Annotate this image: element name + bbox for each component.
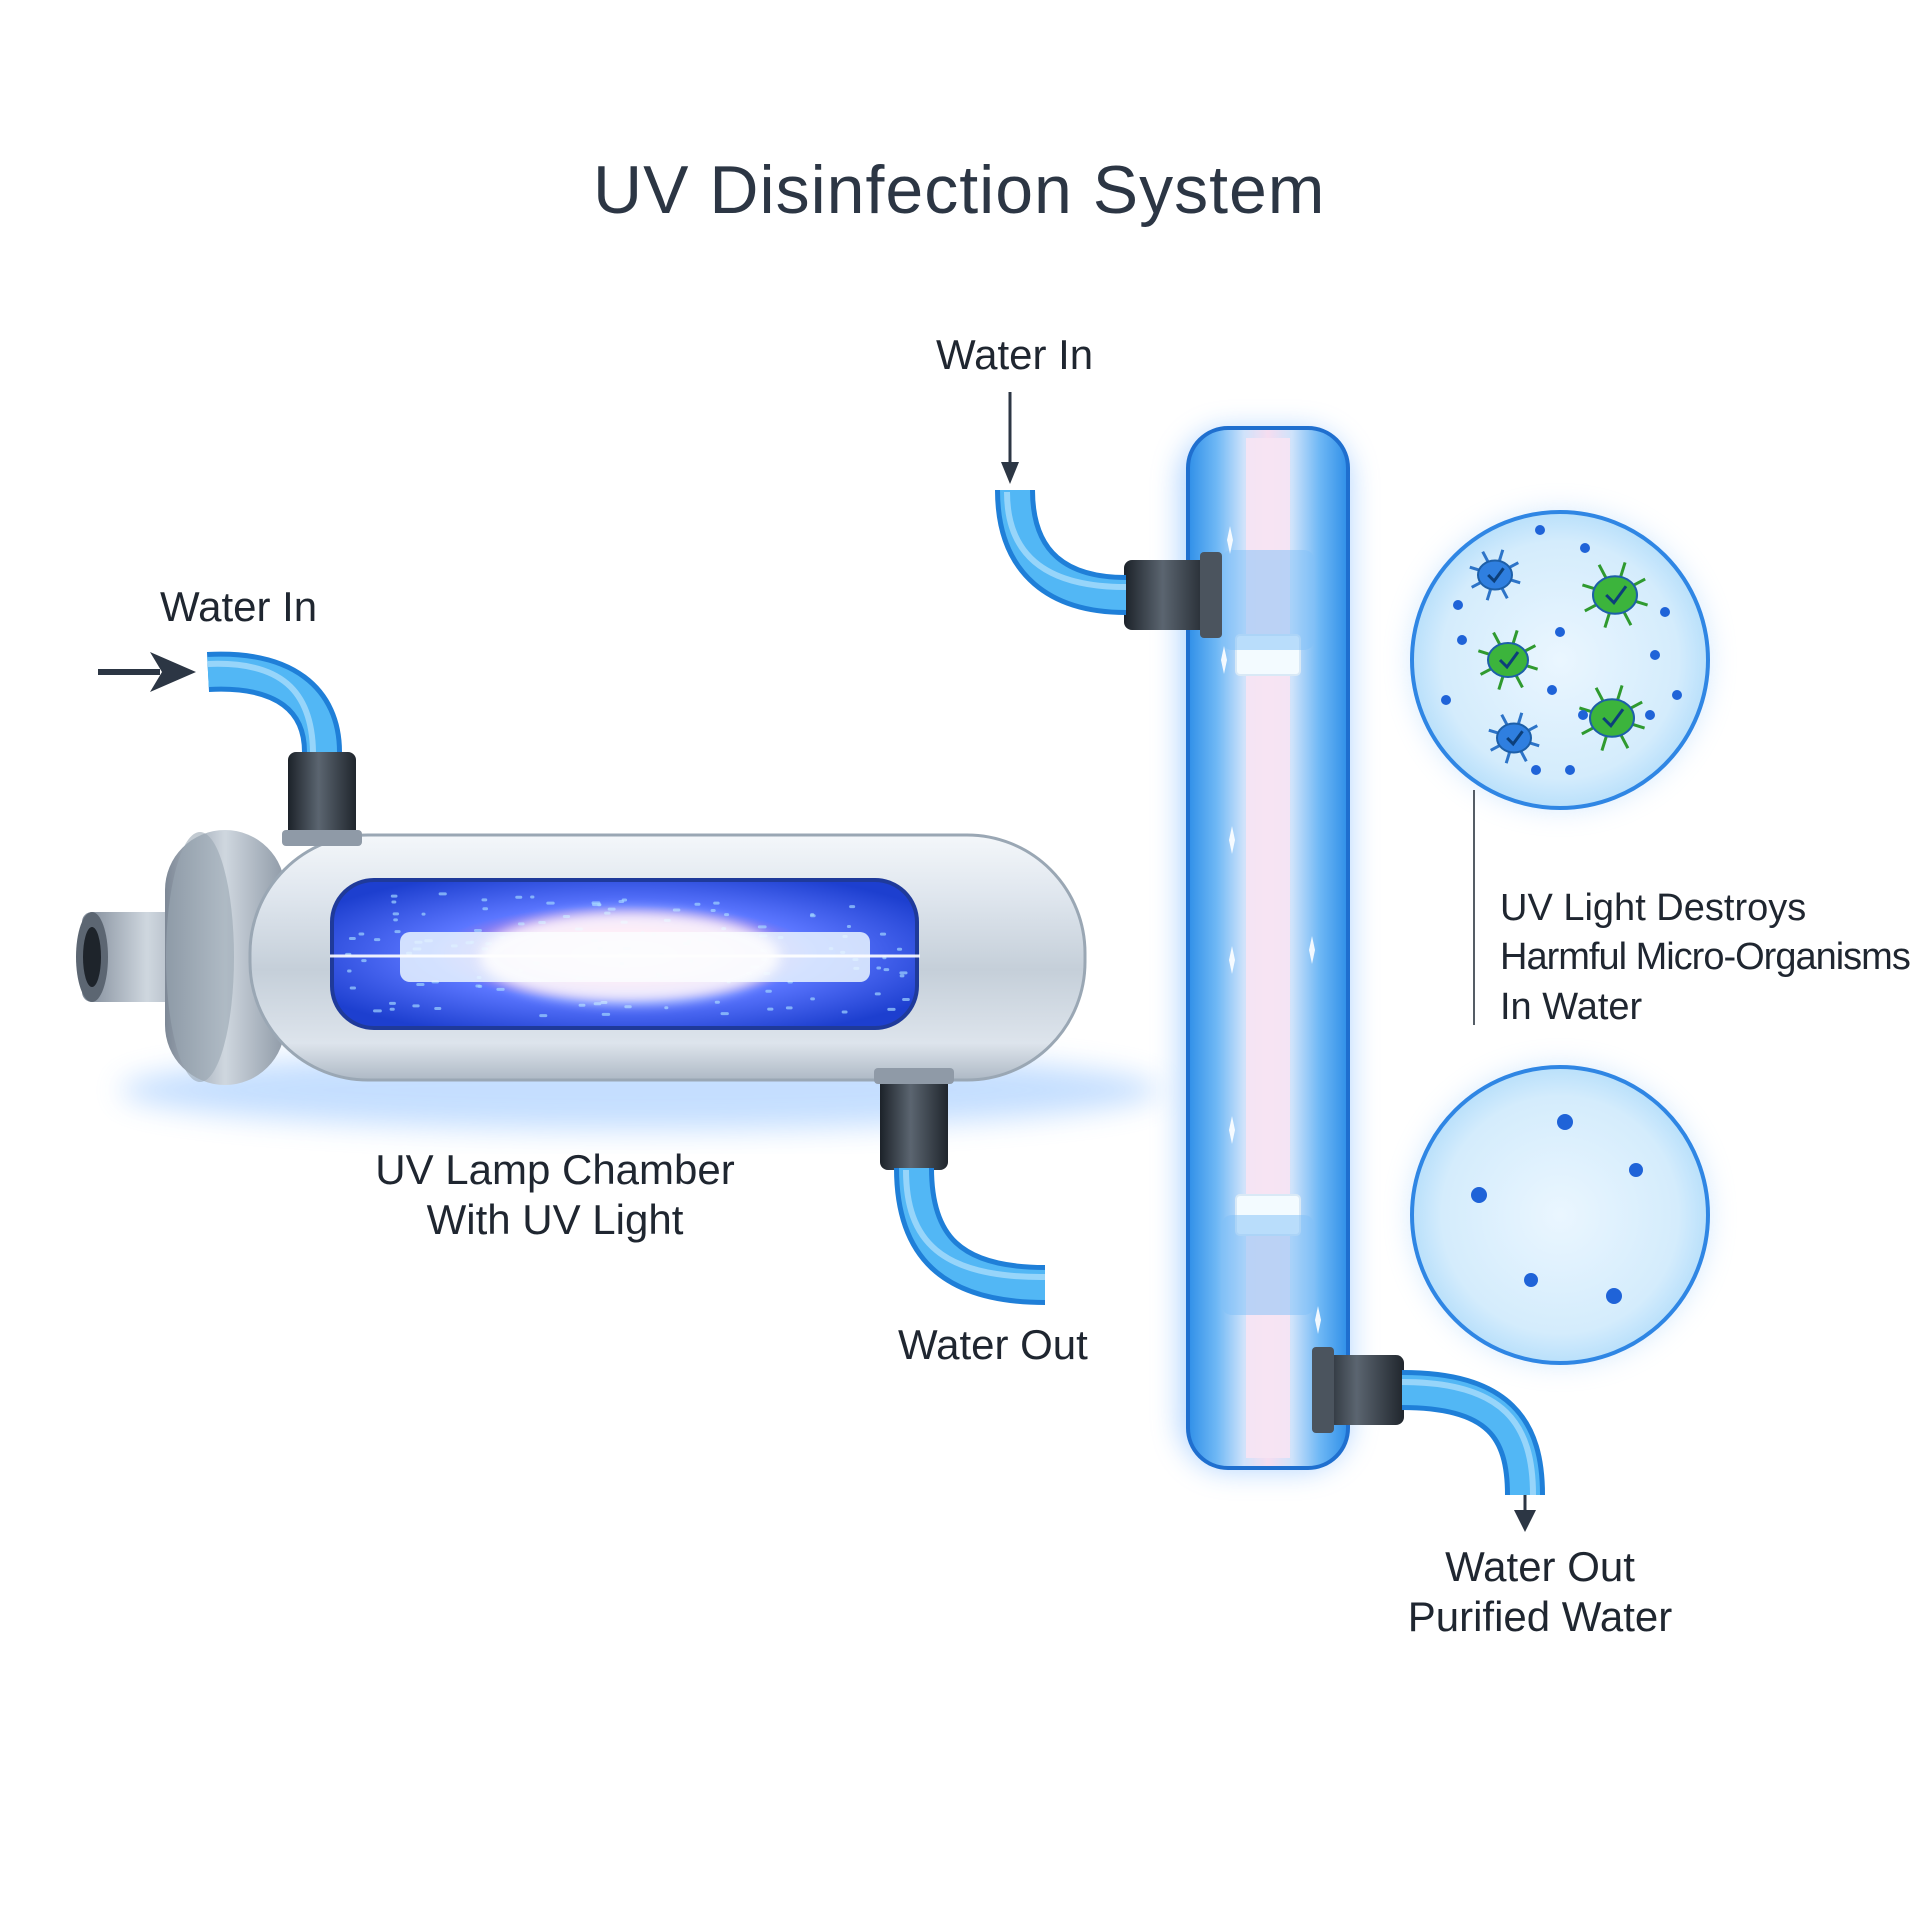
right-water-out-label: Water Out Purified Water <box>1390 1542 1690 1643</box>
right-water-out-line2: Purified Water <box>1407 1593 1673 1641</box>
destroys-label: UV Light Destroys Harmful Micro-Organism… <box>1500 884 1911 1032</box>
left-water-out-label: Water Out <box>898 1321 1088 1368</box>
destroys-line2: Harmful Micro-Organisms <box>1500 936 1911 979</box>
clean-water-magnifier <box>1410 1065 1710 1365</box>
page-title: UV Disinfection System <box>593 152 1326 228</box>
outlet-nut <box>880 1075 948 1170</box>
left-water-in-label: Water In <box>160 583 318 630</box>
vertical-uv-unit <box>995 392 1545 1532</box>
destroys-line3: In Water <box>1500 985 1643 1028</box>
chamber-label: UV Lamp Chamber With UV Light <box>340 1145 770 1246</box>
inlet-nut <box>288 752 356 840</box>
bottom-nut <box>1318 1355 1404 1425</box>
right-water-out-line1: Water Out <box>1445 1543 1635 1590</box>
destroys-line1: UV Light Destroys <box>1500 887 1807 929</box>
chamber-label-line2: With UV Light <box>426 1196 684 1244</box>
microorganism-magnifier <box>1410 510 1710 810</box>
top-nut <box>1124 560 1210 630</box>
uv-sparkles <box>1221 526 1321 1334</box>
horizontal-uv-unit <box>76 651 1160 1305</box>
right-water-in-label: Water In <box>936 331 1094 378</box>
chamber-label-line1: UV Lamp Chamber <box>375 1146 735 1193</box>
